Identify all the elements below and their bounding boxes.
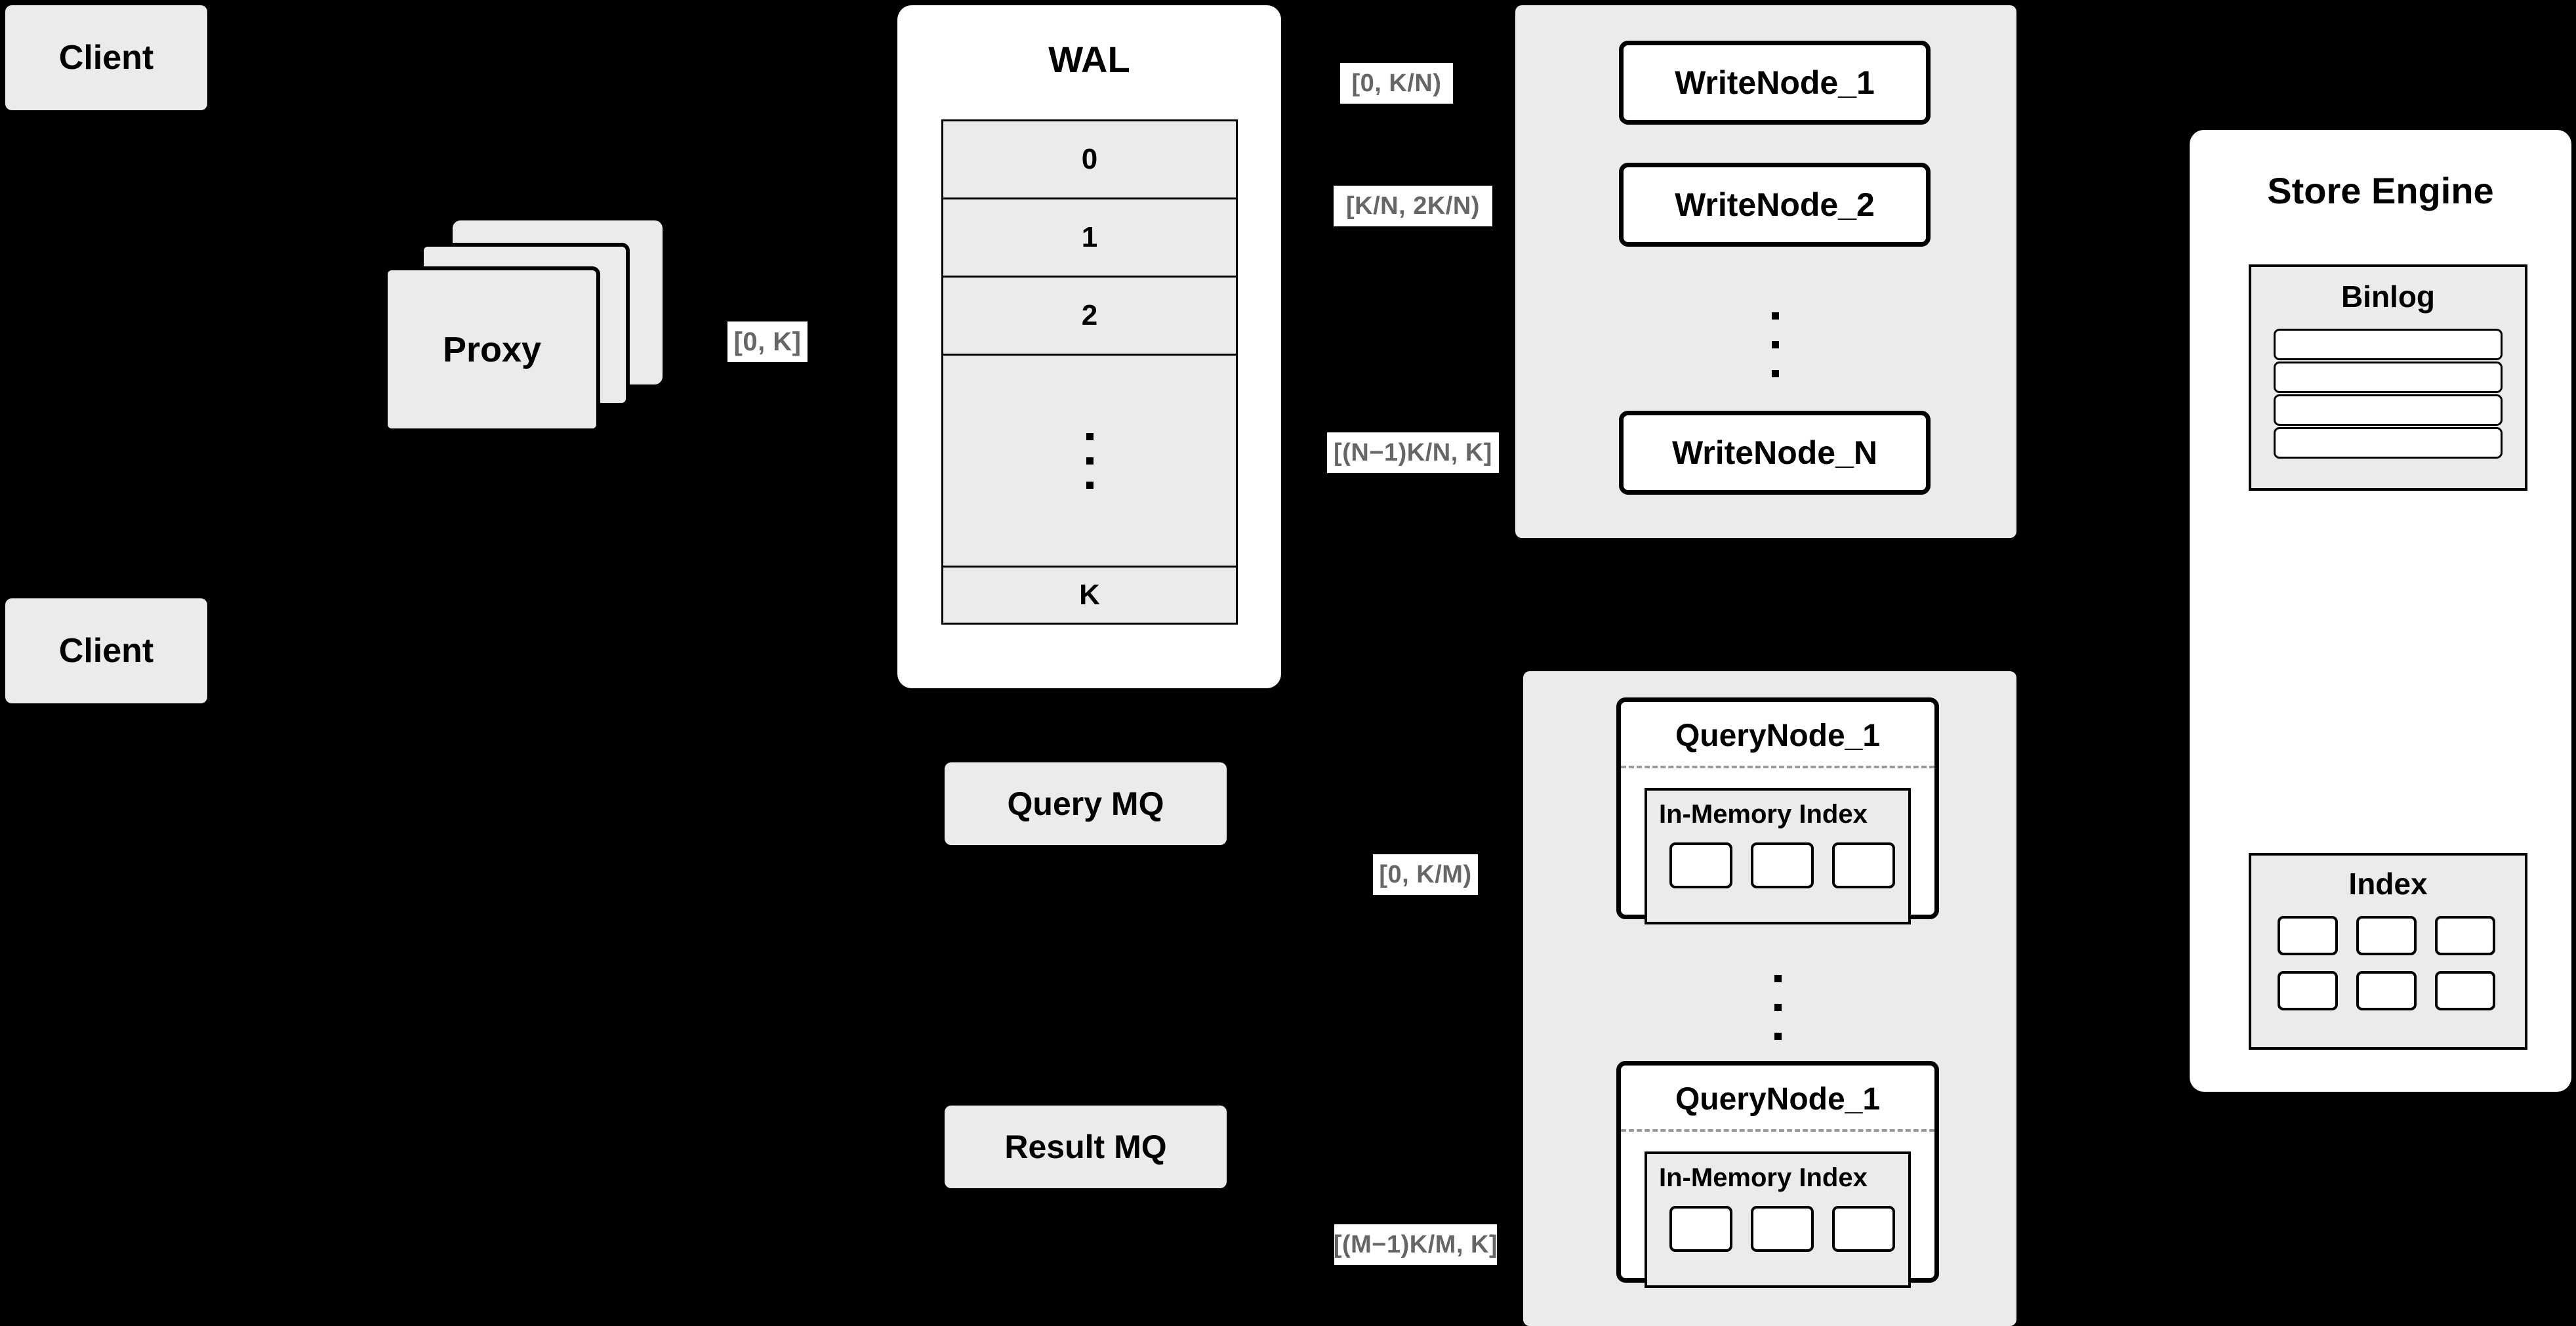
ellipsis-dot: [1086, 481, 1094, 489]
binlog-slot: [2274, 394, 2503, 426]
binlog-panel: Binlog: [2249, 264, 2527, 491]
write-node-1[interactable]: WriteNode_1: [1619, 41, 1931, 125]
edge-label-proxy-to-wal-text: [0, K]: [733, 327, 802, 356]
query-node-group-ellipsis: [1766, 945, 1789, 1069]
index-slot: [1832, 842, 1895, 888]
wal-row-1: 1: [943, 199, 1236, 278]
wal-title: WAL: [1048, 39, 1130, 80]
index-slot: [2278, 971, 2338, 1010]
index-slot: [1832, 1206, 1895, 1252]
index-slot: [1669, 842, 1732, 888]
wal-row-ellipsis: [943, 356, 1236, 568]
result-mq-box[interactable]: Result MQ: [945, 1106, 1227, 1188]
ellipsis-dot: [1771, 312, 1779, 320]
edge-label-write-node-1-text: [0, K/N): [1351, 69, 1442, 97]
query-node-1-separator: [1621, 766, 1934, 768]
edge-label-query-node-m-text: [(M−1)K/M, K]: [1333, 1230, 1498, 1258]
ellipsis-dot: [1086, 432, 1094, 440]
proxy-label: Proxy: [442, 329, 542, 369]
binlog-slot: [2274, 427, 2503, 459]
write-node-n[interactable]: WriteNode_N: [1619, 411, 1931, 495]
edge-label-write-node-2: [K/N, 2K/N): [1334, 186, 1492, 226]
ellipsis-dot: [1771, 341, 1779, 348]
index-slot: [1669, 1206, 1732, 1252]
ellipsis-dot: [1774, 1032, 1782, 1040]
query-node-m-in-memory-index: In-Memory Index: [1645, 1151, 1911, 1288]
query-node-m-separator: [1621, 1129, 1934, 1132]
wal-row-2: 2: [943, 278, 1236, 356]
edge-label-query-node-1-text: [0, K/M): [1379, 860, 1472, 888]
index-slot: [1751, 842, 1814, 888]
ellipsis-dot: [1774, 1003, 1782, 1011]
wal-row-k: K: [1079, 579, 1100, 611]
wal-row-0: 0: [943, 121, 1236, 199]
ellipsis-dot: [1086, 457, 1094, 465]
edge-label-write-node-2-text: [K/N, 2K/N): [1346, 192, 1480, 220]
index-slot: [2435, 916, 2495, 955]
ellipsis-dot: [1774, 974, 1782, 982]
query-node-1-index-title: In-Memory Index: [1659, 800, 1868, 829]
edge-label-write-node-n: [(N−1)K/N, K]: [1327, 432, 1499, 473]
query-node-1-title: QueryNode_1: [1675, 718, 1881, 753]
client-label-bottom: Client: [58, 632, 154, 670]
binlog-slot: [2274, 362, 2503, 393]
index-title: Index: [2348, 867, 2428, 901]
ellipsis-dot: [1771, 369, 1779, 377]
index-slot: [2278, 916, 2338, 955]
edge-label-query-node-m: [(M−1)K/M, K]: [1333, 1224, 1498, 1265]
result-mq-label: Result MQ: [1004, 1129, 1167, 1165]
query-node-1[interactable]: QueryNode_1 In-Memory Index: [1616, 697, 1939, 924]
client-box-bottom[interactable]: Client: [5, 598, 207, 703]
index-slot: [2356, 916, 2417, 955]
index-slot: [2356, 971, 2417, 1010]
binlog-slot: [2274, 329, 2503, 360]
write-node-n-label: WriteNode_N: [1671, 434, 1877, 471]
store-engine-title: Store Engine: [2267, 170, 2494, 211]
query-node-m-title: QueryNode_1: [1675, 1082, 1881, 1117]
write-node-2[interactable]: WriteNode_2: [1619, 163, 1931, 247]
edge-label-write-node-1: [0, K/N): [1340, 63, 1453, 104]
binlog-title: Binlog: [2341, 280, 2436, 314]
query-node-1-in-memory-index: In-Memory Index: [1645, 788, 1911, 924]
client-label-top: Client: [58, 39, 154, 77]
write-node-1-label: WriteNode_1: [1675, 64, 1875, 101]
proxy-card-front[interactable]: Proxy: [384, 266, 600, 432]
query-mq-label: Query MQ: [1007, 785, 1164, 822]
client-box-top[interactable]: Client: [5, 5, 207, 110]
write-node-2-label: WriteNode_2: [1675, 186, 1875, 223]
edge-label-query-node-1: [0, K/M): [1373, 854, 1478, 895]
query-mq-box[interactable]: Query MQ: [945, 762, 1227, 845]
wal-table: 0 1 2 K: [941, 119, 1238, 625]
query-node-m[interactable]: QueryNode_1 In-Memory Index: [1616, 1061, 1939, 1288]
write-node-group-ellipsis: [1763, 282, 1787, 407]
edge-label-write-node-n-text: [(N−1)K/N, K]: [1334, 438, 1492, 466]
index-slot: [2435, 971, 2495, 1010]
index-panel: Index: [2249, 853, 2527, 1050]
edge-label-proxy-to-wal: [0, K]: [727, 321, 808, 362]
query-node-m-index-title: In-Memory Index: [1659, 1163, 1868, 1192]
index-slot: [1751, 1206, 1814, 1252]
